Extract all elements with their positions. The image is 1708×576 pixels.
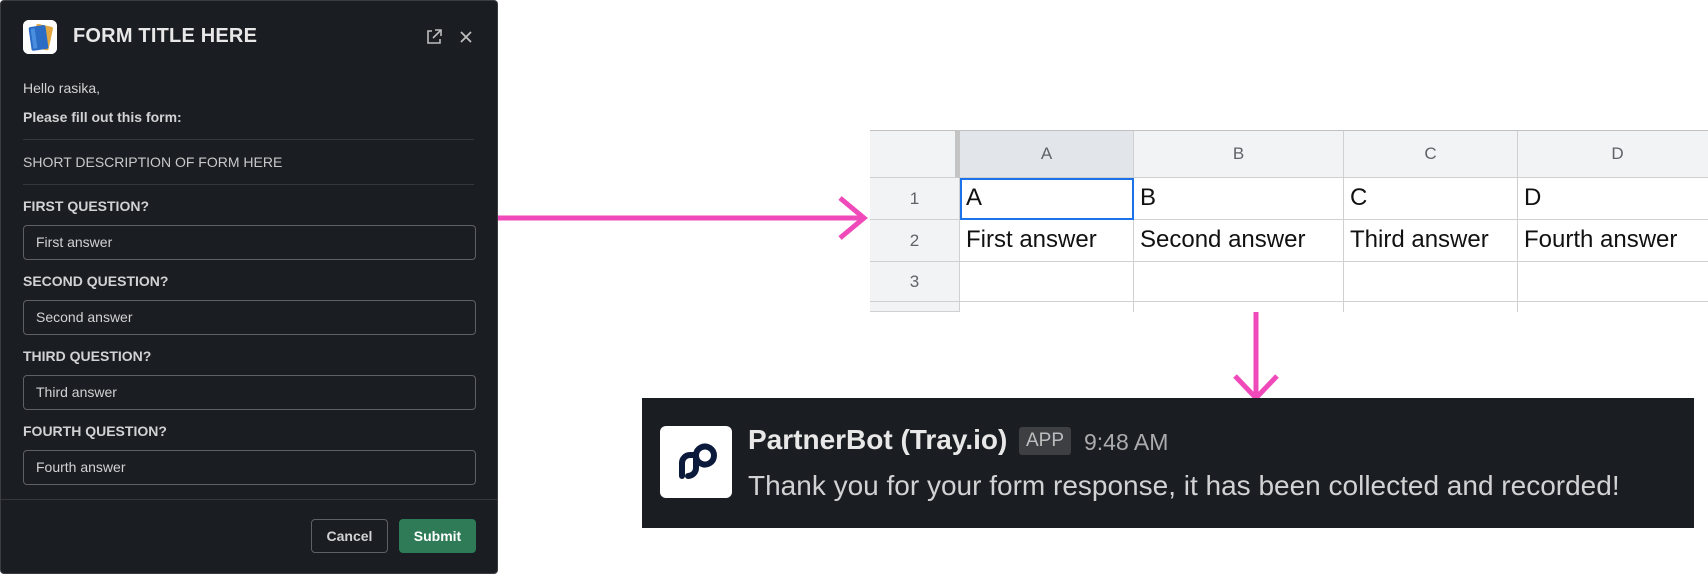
modal-title: FORM TITLE HERE: [73, 25, 258, 47]
column-header-b[interactable]: B: [1134, 130, 1344, 178]
question-label-2: SECOND QUESTION?: [23, 273, 169, 289]
cancel-button[interactable]: Cancel: [311, 519, 388, 553]
form-description: SHORT DESCRIPTION OF FORM HERE: [23, 154, 283, 170]
row-header-2[interactable]: 2: [870, 220, 960, 262]
greeting-text: Hello rasika,: [23, 80, 101, 96]
tray-logo-icon[interactable]: [660, 426, 732, 498]
cell-c1[interactable]: C: [1344, 178, 1518, 220]
column-header-d[interactable]: D: [1518, 130, 1708, 178]
cell-c3[interactable]: [1344, 262, 1518, 302]
cell-d3[interactable]: [1518, 262, 1708, 302]
divider: [23, 139, 474, 140]
cell-a2[interactable]: First answer: [960, 220, 1134, 262]
message-text: Thank you for your form response, it has…: [748, 470, 1620, 501]
cell-a4: [960, 302, 1134, 312]
bot-name[interactable]: PartnerBot (Tray.io): [748, 424, 1008, 455]
instruction-text: Please fill out this form:: [23, 109, 182, 125]
cell-c4: [1344, 302, 1518, 312]
row-header-4: [870, 302, 960, 312]
cell-b1[interactable]: B: [1134, 178, 1344, 220]
question-label-4: FOURTH QUESTION?: [23, 423, 167, 439]
cell-d4: [1518, 302, 1708, 312]
column-header-a[interactable]: A: [960, 130, 1134, 178]
question-label-1: FIRST QUESTION?: [23, 198, 149, 214]
cell-a1[interactable]: A: [960, 178, 1134, 220]
down-arrow-icon: [1233, 312, 1279, 402]
question-label-3: THIRD QUESTION?: [23, 348, 152, 364]
cell-d2[interactable]: Fourth answer: [1518, 220, 1708, 262]
modal-header: FORM TITLE HERE: [23, 20, 477, 54]
spreadsheet: A B C D 1 2 3 A B C D First answer Secon…: [870, 130, 1708, 312]
cell-b4: [1134, 302, 1344, 312]
notepad-icon: [23, 20, 57, 54]
answer-field-3[interactable]: Third answer: [23, 375, 476, 410]
submit-button[interactable]: Submit: [399, 519, 476, 553]
cell-a3[interactable]: [960, 262, 1134, 302]
row-header-1[interactable]: 1: [870, 178, 960, 220]
column-header-c[interactable]: C: [1344, 130, 1518, 178]
answer-field-2[interactable]: Second answer: [23, 300, 476, 335]
app-badge: APP: [1019, 427, 1072, 455]
message-timestamp[interactable]: 9:48 AM: [1084, 429, 1169, 455]
external-link-icon[interactable]: [423, 26, 445, 48]
bot-message: PartnerBot (Tray.io) APP 9:48 AM Thank y…: [642, 398, 1694, 528]
right-arrow-icon: [498, 196, 868, 240]
cell-c2[interactable]: Third answer: [1344, 220, 1518, 262]
form-modal: FORM TITLE HERE Hello rasika, Please fil…: [0, 0, 498, 574]
row-header-3[interactable]: 3: [870, 262, 960, 302]
answer-field-4[interactable]: Fourth answer: [23, 450, 476, 485]
close-icon[interactable]: [455, 26, 477, 48]
divider: [23, 184, 474, 185]
answer-field-1[interactable]: First answer: [23, 225, 476, 260]
cell-d1[interactable]: D: [1518, 178, 1708, 220]
cell-b2[interactable]: Second answer: [1134, 220, 1344, 262]
cell-b3[interactable]: [1134, 262, 1344, 302]
footer-divider: [1, 499, 497, 500]
sheet-corner: [870, 130, 960, 178]
